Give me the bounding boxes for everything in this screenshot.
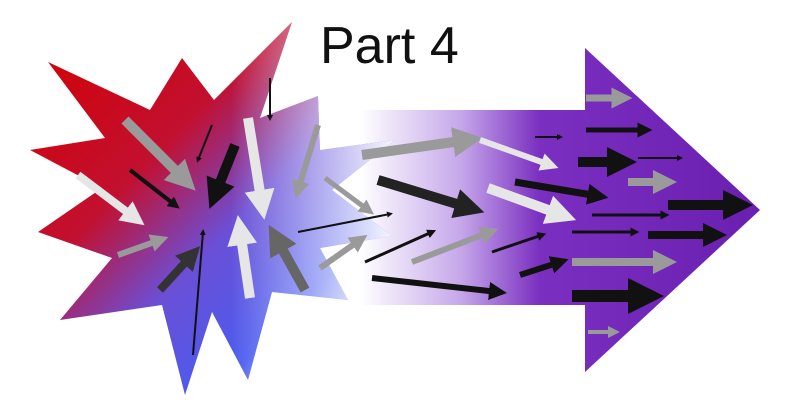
slide-title: Part 4 bbox=[320, 17, 459, 75]
starburst-shape bbox=[30, 22, 395, 395]
flow-arrows bbox=[361, 87, 753, 338]
burst-arrows bbox=[75, 78, 393, 356]
